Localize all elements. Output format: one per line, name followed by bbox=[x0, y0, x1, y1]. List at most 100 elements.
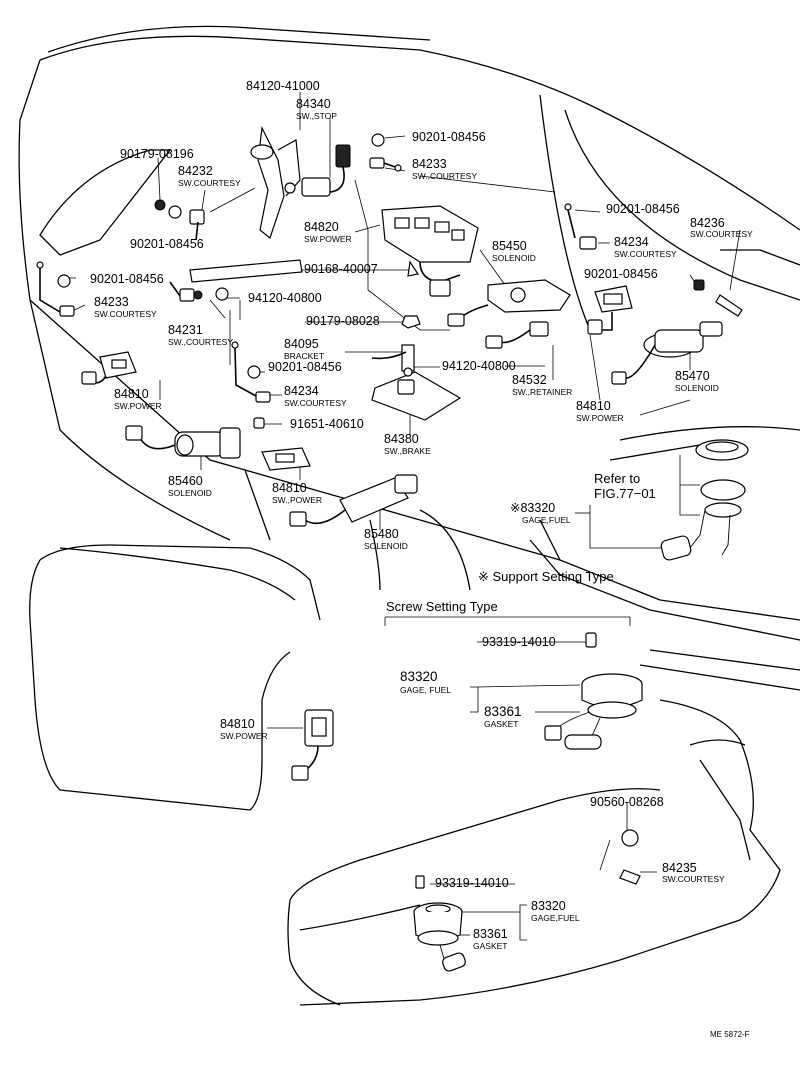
label-90201-e[interactable]: 90201-08456 bbox=[268, 360, 342, 374]
label-90179-08028[interactable]: 90179-08028 bbox=[306, 314, 380, 328]
rod-90168[interactable] bbox=[189, 259, 419, 283]
desc-83320-star: GAGE,FUEL bbox=[522, 515, 571, 525]
solenoid-85480[interactable] bbox=[289, 474, 418, 527]
label-93319-a[interactable]: 93319-14010 bbox=[482, 635, 556, 649]
refer-line-2[interactable]: FIG.77−01 bbox=[594, 486, 656, 501]
vehicle-body-outline bbox=[18, 25, 800, 691]
label-84810-door[interactable]: 84810 bbox=[220, 717, 255, 731]
desc-84810-left: SW.POWER bbox=[114, 401, 162, 411]
desc-84095: BRACKET bbox=[284, 351, 324, 361]
courtesy-switch-84232[interactable] bbox=[154, 199, 205, 241]
fuel-gage-rear[interactable] bbox=[413, 875, 467, 972]
label-90560[interactable]: 90560-08268 bbox=[590, 795, 664, 809]
support-setting-note: ※ Support Setting Type bbox=[478, 569, 614, 584]
desc-84820: SW.POWER bbox=[304, 234, 352, 244]
label-84095[interactable]: 84095 bbox=[284, 337, 319, 351]
retainer-switch-84532[interactable] bbox=[485, 321, 549, 349]
solenoid-85450[interactable] bbox=[447, 279, 571, 327]
desc-84810-mid: SW.,POWER bbox=[272, 495, 322, 505]
label-83320-star[interactable]: ※83320 bbox=[510, 501, 555, 515]
label-84820[interactable]: 84820 bbox=[304, 220, 339, 234]
label-94120-a[interactable]: 94120-40800 bbox=[248, 291, 322, 305]
desc-85460: SOLENOID bbox=[168, 488, 212, 498]
label-90201-right[interactable]: 90201-08456 bbox=[606, 202, 680, 216]
rear-quarter-outline bbox=[287, 699, 781, 1006]
solenoid-85470[interactable] bbox=[611, 321, 723, 385]
part-labels: 84120-41000 84340 SW.,STOP 90201-08456 9… bbox=[90, 79, 753, 1039]
desc-84810-door: SW.POWER bbox=[220, 731, 268, 741]
label-90179-08196[interactable]: 90179-08196 bbox=[120, 147, 194, 161]
desc-84233-top: SW.,COURTESY bbox=[412, 171, 477, 181]
desc-84233-left: SW.COURTESY bbox=[94, 309, 157, 319]
power-switch-84810-right[interactable] bbox=[587, 285, 633, 335]
courtesy-switch-84233-top[interactable] bbox=[369, 133, 402, 172]
label-84810-left[interactable]: 84810 bbox=[114, 387, 149, 401]
courtesy-switch-right[interactable] bbox=[564, 203, 743, 317]
rear-courtesy-switch[interactable] bbox=[619, 829, 641, 885]
label-84232[interactable]: 84232 bbox=[178, 164, 213, 178]
label-94120-b[interactable]: 94120-40800 bbox=[442, 359, 516, 373]
courtesy-switch-84233-left[interactable] bbox=[36, 261, 75, 317]
power-switch-84810-mid[interactable] bbox=[261, 447, 311, 471]
courtesy-switch-84234-mid[interactable] bbox=[231, 341, 271, 403]
label-85460[interactable]: 85460 bbox=[168, 474, 203, 488]
screw-setting-header: Screw Setting Type bbox=[386, 599, 498, 614]
label-83320-a[interactable]: 83320 bbox=[400, 669, 438, 684]
desc-84380: SW.,BRAKE bbox=[384, 446, 431, 456]
label-85480[interactable]: 85480 bbox=[364, 527, 399, 541]
fuel-gage-support[interactable] bbox=[660, 439, 749, 561]
label-90168[interactable]: 90168-40007 bbox=[304, 262, 378, 276]
label-83361-a[interactable]: 83361 bbox=[484, 704, 522, 719]
label-83361-b[interactable]: 83361 bbox=[473, 927, 508, 941]
label-85470[interactable]: 85470 bbox=[675, 369, 710, 383]
desc-84234-right: SW.COURTESY bbox=[614, 249, 677, 259]
figure-code: ME 5872-F bbox=[710, 1030, 750, 1039]
desc-84340: SW.,STOP bbox=[296, 111, 337, 121]
stop-switch-assembly[interactable] bbox=[250, 125, 351, 240]
bolt-91651[interactable] bbox=[253, 417, 265, 429]
label-84810-mid[interactable]: 84810 bbox=[272, 481, 307, 495]
refer-line-1: Refer to bbox=[594, 471, 640, 486]
label-84234-mid[interactable]: 84234 bbox=[284, 384, 319, 398]
desc-83361-b: GASKET bbox=[473, 941, 507, 951]
power-window-master-switch[interactable] bbox=[381, 205, 479, 297]
label-84231[interactable]: 84231 bbox=[168, 323, 203, 337]
label-90201-c[interactable]: 90201-08456 bbox=[584, 267, 658, 281]
desc-84231: SW.,COURTESY bbox=[168, 337, 233, 347]
label-84340[interactable]: 84340 bbox=[296, 97, 331, 111]
label-83320-b[interactable]: 83320 bbox=[531, 899, 566, 913]
label-93319-b[interactable]: 93319-14010 bbox=[435, 876, 509, 890]
solenoid-85460[interactable] bbox=[125, 425, 241, 459]
courtesy-switch-84231[interactable] bbox=[169, 281, 229, 302]
label-84233-left[interactable]: 84233 bbox=[94, 295, 129, 309]
label-84235[interactable]: 84235 bbox=[662, 861, 697, 875]
desc-84232: SW.COURTESY bbox=[178, 178, 241, 188]
label-90201-b[interactable]: 90201-08456 bbox=[130, 237, 204, 251]
label-90201-d[interactable]: 90201-08456 bbox=[90, 272, 164, 286]
fuel-gage-screw[interactable] bbox=[544, 632, 643, 750]
desc-84235: SW.COURTESY bbox=[662, 874, 725, 884]
power-switch-84810-door[interactable] bbox=[291, 709, 334, 781]
label-84380[interactable]: 84380 bbox=[384, 432, 419, 446]
door-panel-outline bbox=[29, 544, 321, 811]
label-84810-right[interactable]: 84810 bbox=[576, 399, 611, 413]
power-switch-84810-left[interactable] bbox=[81, 351, 137, 385]
label-91651[interactable]: 91651-40610 bbox=[290, 417, 364, 431]
desc-84236: SW.COURTESY bbox=[690, 229, 753, 239]
brake-switch-bracket[interactable] bbox=[371, 344, 462, 421]
nut-90179-08028[interactable] bbox=[401, 315, 421, 329]
label-84120-41000[interactable]: 84120-41000 bbox=[246, 79, 320, 93]
label-84532[interactable]: 84532 bbox=[512, 373, 547, 387]
label-84233-top[interactable]: 84233 bbox=[412, 157, 447, 171]
desc-83320-b: GAGE,FUEL bbox=[531, 913, 580, 923]
label-84234-right[interactable]: 84234 bbox=[614, 235, 649, 249]
desc-84810-right: SW.POWER bbox=[576, 413, 624, 423]
label-84236[interactable]: 84236 bbox=[690, 216, 725, 230]
label-90201-a[interactable]: 90201-08456 bbox=[412, 130, 486, 144]
desc-84532: SW.,RETAINER bbox=[512, 387, 572, 397]
label-85450[interactable]: 85450 bbox=[492, 239, 527, 253]
desc-85450: SOLENOID bbox=[492, 253, 536, 263]
desc-83320-a: GAGE, FUEL bbox=[400, 685, 451, 695]
